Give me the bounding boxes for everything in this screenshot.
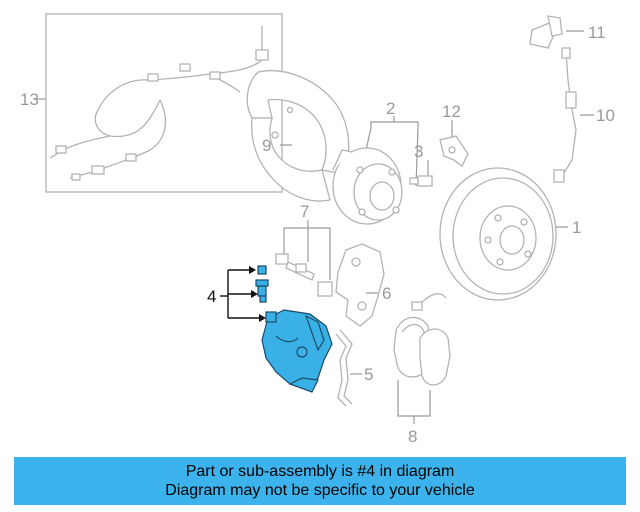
part-8-brake-pads[interactable] <box>393 293 451 424</box>
part-2-wheel-hub[interactable] <box>332 116 419 225</box>
part-5-pad-clip[interactable] <box>335 329 362 407</box>
part-4-brake-caliper-assembly[interactable] <box>220 265 333 393</box>
part-3-hub-bolt[interactable] <box>409 160 433 187</box>
banner-line-2: Diagram may not be specific to your vehi… <box>165 482 475 499</box>
callout-11: 11 <box>588 23 606 42</box>
part-1-brake-rotor[interactable] <box>439 167 568 301</box>
part-12-wheel-speed-sensor[interactable] <box>439 120 469 167</box>
banner-background <box>14 457 626 505</box>
callout-5: 5 <box>364 365 373 384</box>
callout-9: 9 <box>262 136 271 155</box>
callout-8: 8 <box>408 427 417 446</box>
part-11-bracket[interactable] <box>529 15 584 49</box>
callout-12: 12 <box>442 102 461 121</box>
callout-7: 7 <box>300 202 309 221</box>
part-7-guide-pins[interactable] <box>275 220 333 297</box>
callout-3: 3 <box>414 142 423 161</box>
part-9-dust-shield[interactable] <box>246 70 350 202</box>
part-10-brake-hose[interactable] <box>553 47 594 183</box>
callout-13: 13 <box>20 90 39 109</box>
banner-line-1: Part or sub-assembly is #4 in diagram <box>185 463 455 480</box>
callout-1: 1 <box>572 218 581 237</box>
callout-10: 10 <box>596 106 615 125</box>
part-13-wiring-harness[interactable] <box>36 13 283 193</box>
part-6-caliper-bracket[interactable] <box>335 243 385 327</box>
callout-4: 4 <box>207 287 216 306</box>
callout-2: 2 <box>386 99 395 118</box>
info-banner: Part or sub-assembly is #4 in diagram Di… <box>14 457 626 505</box>
callout-6: 6 <box>382 284 391 303</box>
